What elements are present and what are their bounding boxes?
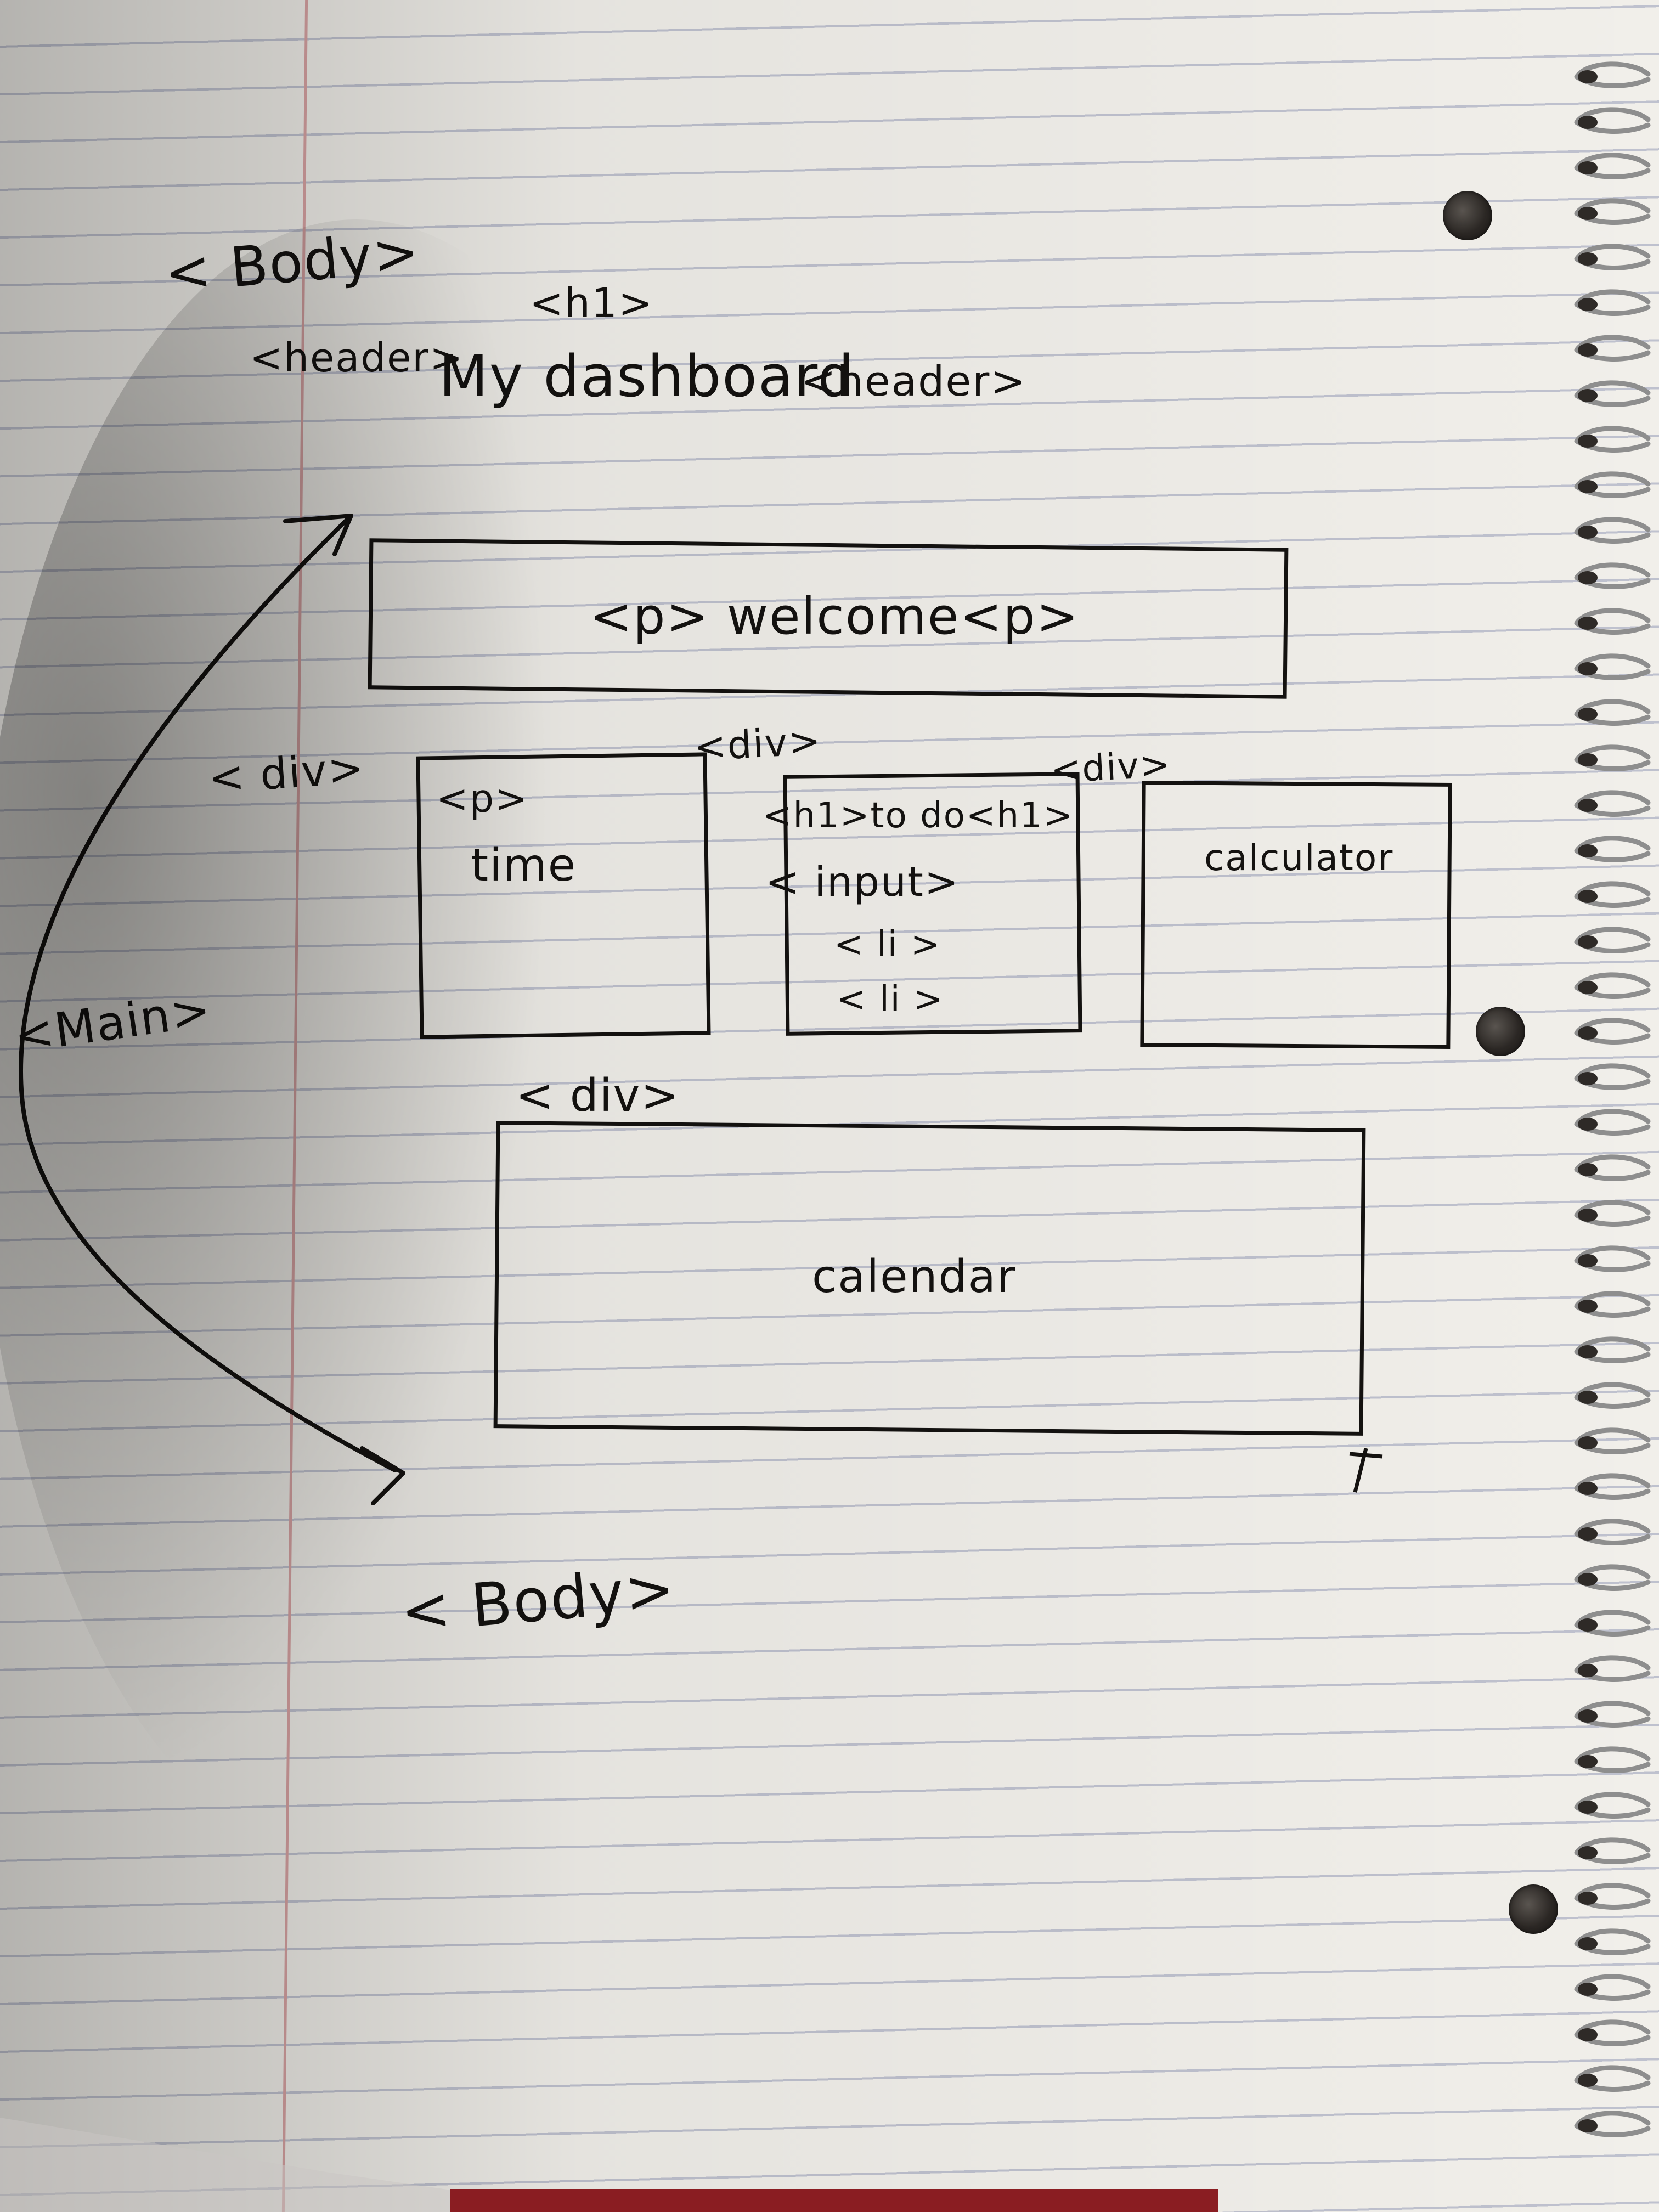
spiral-hole: [1578, 1163, 1598, 1176]
spiral-hole: [1578, 1527, 1598, 1541]
spiral-hole: [1578, 799, 1598, 812]
spiral-hole: [1578, 435, 1598, 448]
spiral-hole: [1578, 1709, 1598, 1723]
spiral-hole: [1578, 70, 1598, 83]
spiral-hole: [1578, 298, 1598, 311]
spiral-hole: [1578, 1618, 1598, 1632]
spiral-hole: [1578, 1391, 1598, 1404]
spiral-hole: [1578, 161, 1598, 174]
spiral-hole: [1578, 981, 1598, 994]
spiral-hole: [1578, 1345, 1598, 1358]
spiral-hole: [1578, 343, 1598, 357]
spiral-hole: [1578, 1983, 1598, 1996]
spiral-hole: [1578, 1026, 1598, 1040]
spiral-hole: [1578, 2119, 1598, 2132]
spiral-hole: [1578, 389, 1598, 402]
spiral-hole: [1578, 844, 1598, 857]
spiral-hole: [1578, 890, 1598, 903]
spiral-hole: [1578, 1664, 1598, 1677]
spiral-hole: [1578, 1118, 1598, 1131]
spiral-hole: [1578, 1892, 1598, 1905]
spiral-hole: [1578, 617, 1598, 630]
spiral-hole: [1578, 1846, 1598, 1859]
spiral-hole: [1578, 1072, 1598, 1085]
spiral-hole: [1578, 116, 1598, 129]
spiral-hole: [1578, 571, 1598, 584]
spiral-hole: [1578, 1937, 1598, 1950]
spiral-hole: [1578, 1573, 1598, 1586]
spiral-hole: [1578, 753, 1598, 766]
spiral-hole: [1578, 1254, 1598, 1267]
spiral-hole: [1578, 1801, 1598, 1814]
spiral-hole: [1578, 1436, 1598, 1449]
spiral-hole: [1578, 1482, 1598, 1495]
spiral-hole: [1578, 1209, 1598, 1222]
spiral-hole: [1578, 526, 1598, 539]
spiral-hole: [1578, 935, 1598, 949]
spiral-hole: [1578, 708, 1598, 721]
spiral-binding: [1574, 61, 1651, 2137]
spiral-hole: [1578, 207, 1598, 220]
spiral-hole: [1578, 2028, 1598, 2041]
spiral-hole: [1578, 662, 1598, 675]
spiral-hole: [1578, 252, 1598, 266]
spiral-hole: [1578, 1300, 1598, 1313]
spiral-hole: [1578, 2074, 1598, 2087]
spiral-hole: [1578, 480, 1598, 493]
spiral-hole: [1578, 1755, 1598, 1768]
